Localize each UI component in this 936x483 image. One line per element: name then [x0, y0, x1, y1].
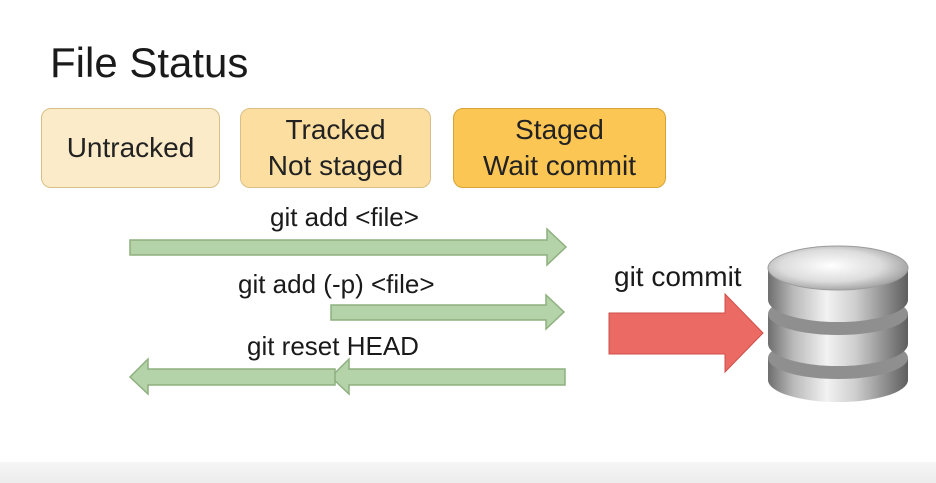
git-add-label: git add <file>	[270, 202, 419, 232]
git-reset-to-tracked-arrow	[329, 357, 566, 396]
bottom-divider	[0, 462, 936, 483]
state-staged-label-line2: Wait commit	[483, 150, 636, 181]
state-staged-label-line1: Staged	[515, 114, 604, 145]
state-tracked-label-line1: Tracked	[285, 114, 386, 145]
git-reset-to-untracked-arrow	[128, 357, 336, 396]
git-add-patch-arrow	[330, 293, 566, 331]
database-icon	[767, 245, 909, 402]
state-tracked-label-line2: Not staged	[267, 150, 404, 181]
state-tracked-not-staged: Tracked Not staged	[240, 108, 431, 188]
git-commit-label: git commit	[614, 261, 742, 292]
state-untracked: Untracked	[41, 108, 220, 188]
slide-title: File Status	[50, 39, 249, 86]
state-staged-wait-commit: Staged Wait commit	[453, 108, 666, 188]
git-add-patch-label: git add (-p) <file>	[238, 269, 435, 299]
git-reset-head-label: git reset HEAD	[247, 331, 419, 361]
state-untracked-label: Untracked	[66, 132, 195, 163]
git-add-arrow	[129, 227, 568, 267]
git-commit-arrow	[608, 292, 764, 374]
